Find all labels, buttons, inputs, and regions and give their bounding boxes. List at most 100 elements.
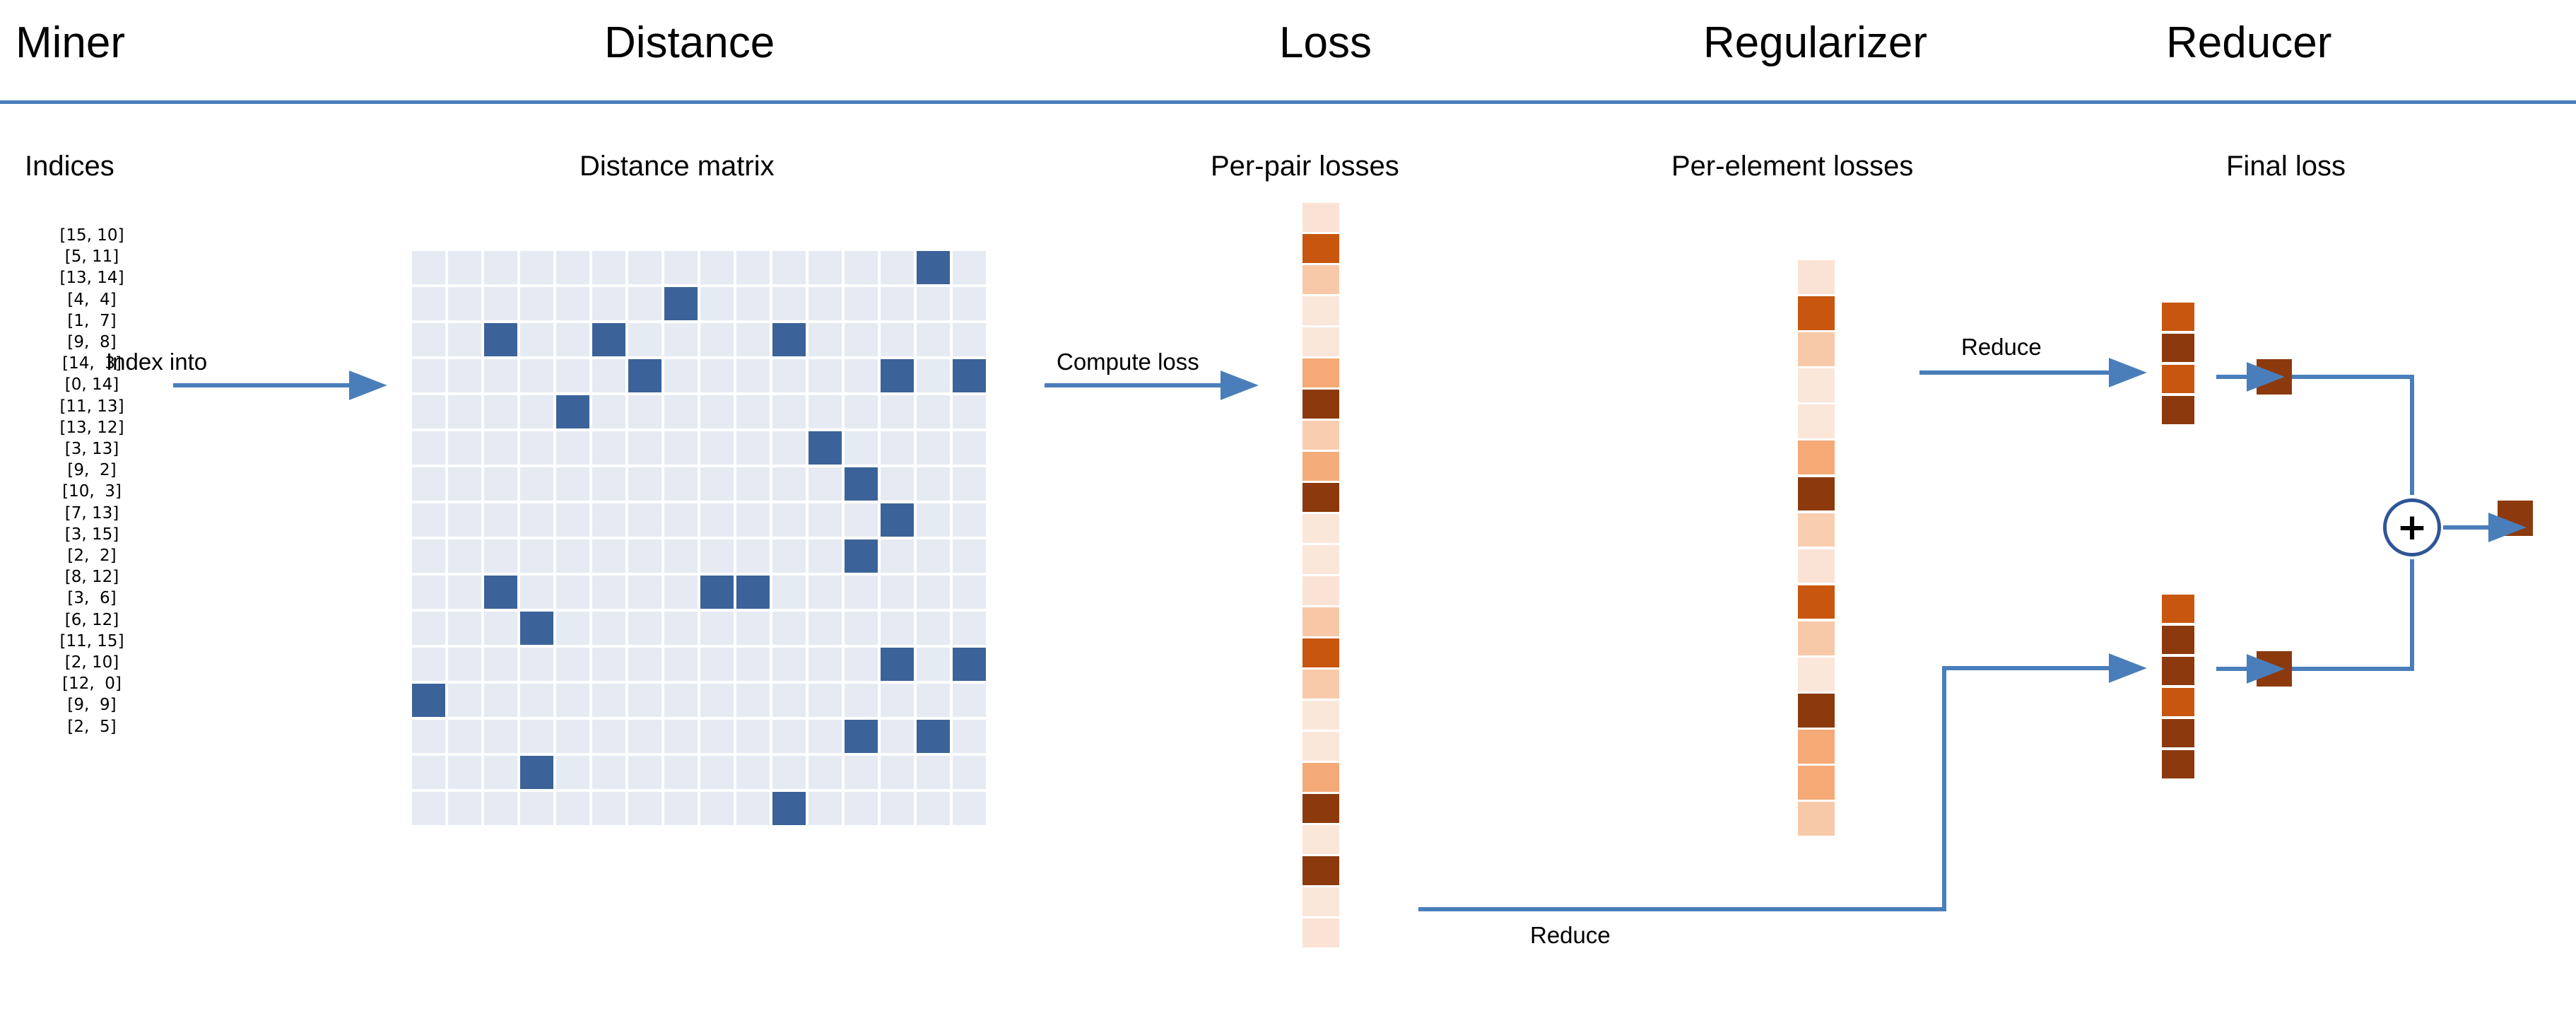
per-pair-loss-cell: [1302, 296, 1339, 325]
matrix-cell: [881, 684, 914, 717]
indices-list: [15, 10][5, 11][13, 14][4, 4][1, 7][9, 8…: [28, 225, 155, 737]
matrix-cell: [592, 467, 625, 501]
index-pair: [13, 12]: [59, 418, 124, 437]
matrix-cell: [484, 684, 517, 717]
matrix-cell: [808, 431, 842, 465]
matrix-cell: [664, 720, 698, 753]
matrix-cell: [772, 612, 806, 645]
reduced-value-top: [2257, 359, 2292, 395]
matrix-cell: [881, 756, 914, 789]
per-pair-loss-cell: [1302, 203, 1339, 232]
matrix-cell: [556, 648, 589, 681]
per-pair-loss-cell: [1302, 265, 1339, 294]
matrix-cell: [736, 612, 770, 645]
matrix-cell: [628, 287, 661, 320]
reducer-cell-bottom: [2162, 595, 2194, 623]
matrix-cell: [628, 792, 661, 825]
matrix-cell: [664, 359, 698, 392]
matrix-cell: [953, 576, 986, 609]
index-pair: [2, 5]: [67, 717, 117, 736]
matrix-cell: [448, 792, 481, 825]
per-pair-loss-cell: [1302, 421, 1339, 450]
matrix-cell: [628, 756, 661, 789]
matrix-cell: [484, 323, 517, 356]
matrix-cell: [520, 792, 553, 825]
matrix-cell: [845, 251, 878, 284]
matrix-cell: [881, 251, 914, 284]
matrix-cell: [412, 251, 445, 284]
matrix-cell: [484, 431, 517, 465]
matrix-cell: [556, 576, 589, 609]
matrix-cell: [484, 539, 517, 573]
matrix-cell: [808, 792, 842, 825]
matrix-cell: [664, 648, 698, 681]
index-pair: [14, 3]: [62, 354, 122, 373]
index-pair: [15, 10]: [59, 226, 124, 245]
per-element-loss-cell: [1798, 658, 1835, 691]
matrix-cell: [412, 756, 445, 789]
index-pair: [9, 8]: [67, 333, 117, 352]
stage-title-miner: Miner: [16, 18, 126, 67]
matrix-cell: [448, 431, 481, 465]
per-element-loss-cell: [1798, 549, 1835, 583]
index-pair: [8, 12]: [64, 568, 119, 587]
stage-title-reducer: Reducer: [2166, 18, 2332, 67]
matrix-cell: [628, 648, 661, 681]
matrix-cell: [448, 684, 481, 717]
caption-per-element-losses: Per-element losses: [1671, 151, 1914, 182]
per-element-loss-cell: [1798, 440, 1835, 475]
matrix-cell: [917, 323, 950, 356]
wire-label-reduce-bottom: Reduce: [1530, 922, 1611, 948]
matrix-cell: [556, 720, 589, 753]
matrix-cell: [664, 287, 698, 320]
matrix-cell: [628, 539, 661, 573]
matrix-cell: [953, 720, 986, 753]
matrix-cell: [592, 720, 625, 753]
matrix-cell: [592, 648, 625, 681]
matrix-cell: [772, 431, 806, 465]
per-pair-loss-cell: [1302, 358, 1339, 387]
matrix-cell: [520, 287, 553, 320]
matrix-cell: [808, 684, 842, 717]
per-element-loss-cell: [1798, 513, 1835, 547]
matrix-cell: [664, 467, 698, 501]
index-pair: [9, 9]: [67, 696, 117, 715]
matrix-cell: [808, 756, 842, 789]
matrix-cell: [881, 503, 914, 537]
wire-label-index-into: Index into: [106, 349, 208, 375]
matrix-cell: [917, 287, 950, 320]
matrix-cell: [412, 431, 445, 465]
matrix-cell: [592, 684, 625, 717]
matrix-cell: [592, 251, 625, 284]
matrix-cell: [700, 720, 734, 753]
matrix-cell: [700, 648, 734, 681]
matrix-cell: [448, 720, 481, 753]
matrix-cell: [664, 431, 698, 465]
matrix-cell: [953, 792, 986, 825]
matrix-cell: [412, 503, 445, 537]
matrix-cell: [448, 395, 481, 428]
matrix-cell: [917, 756, 950, 789]
matrix-cell: [700, 431, 734, 465]
matrix-cell: [412, 287, 445, 320]
index-pair: [9, 2]: [67, 461, 117, 480]
per-element-loss-cell: [1798, 260, 1835, 294]
caption-distance-matrix: Distance matrix: [580, 151, 775, 182]
matrix-cell: [556, 251, 589, 284]
matrix-cell: [736, 287, 770, 320]
index-pair: [5, 11]: [64, 247, 119, 267]
matrix-cell: [808, 612, 842, 645]
per-pair-loss-cell: [1302, 483, 1339, 512]
matrix-cell: [556, 323, 589, 356]
matrix-cell: [664, 756, 698, 789]
per-element-loss-cell: [1798, 694, 1835, 728]
matrix-cell: [808, 323, 842, 356]
reducer-stack-top: [2162, 303, 2194, 427]
per-element-loss-cell: [1798, 404, 1835, 438]
reducer-cell-top: [2162, 303, 2194, 331]
matrix-cell: [953, 287, 986, 320]
matrix-cell: [448, 359, 481, 392]
matrix-cell: [556, 792, 589, 825]
matrix-cell: [917, 576, 950, 609]
matrix-cell: [412, 720, 445, 753]
